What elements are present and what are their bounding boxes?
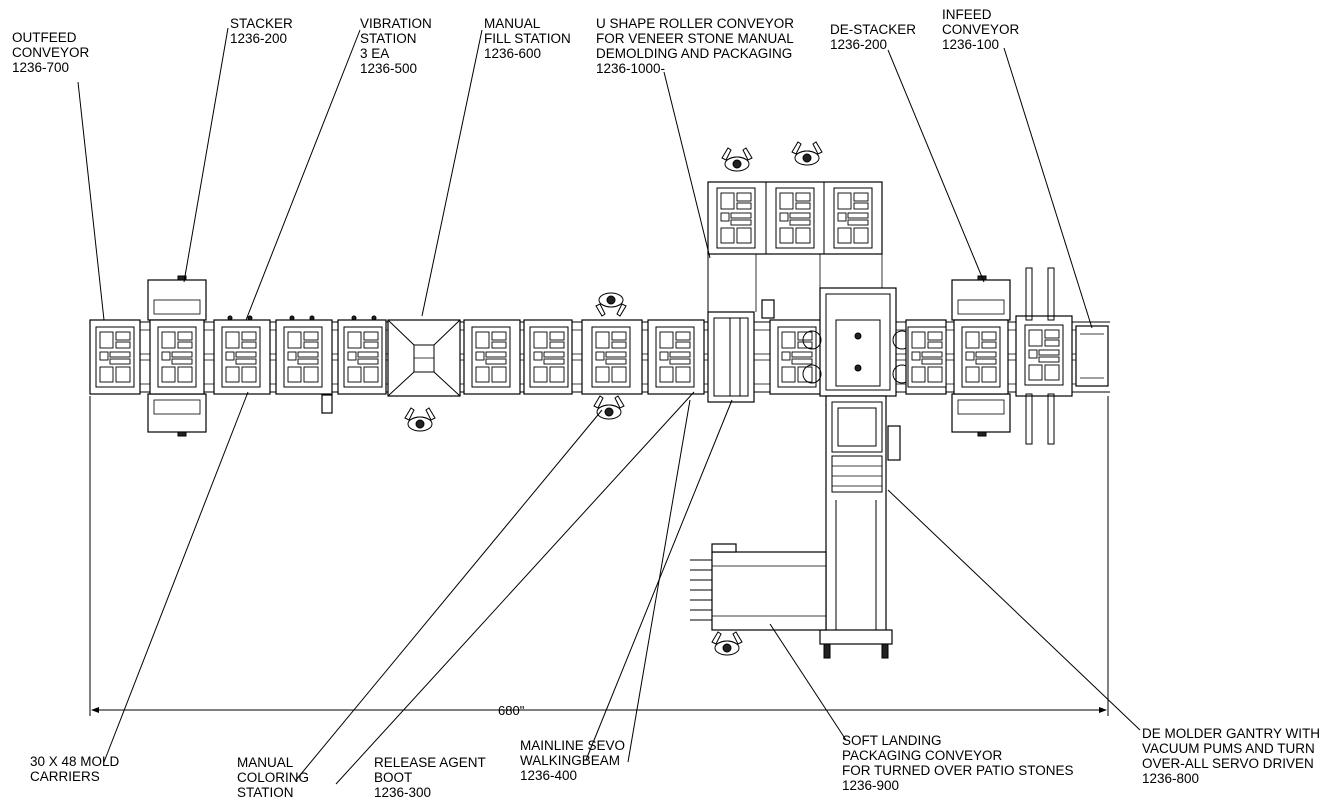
label-mold-carriers: 30 X 48 MOLD CARRIERS (30, 754, 123, 784)
label-manual-fill-station: MANUAL FILL STATION 1236-600 (484, 16, 575, 61)
label-outfeed-conveyor: OUTFEED CONVEYOR 1236-700 (12, 30, 93, 75)
release-agent-boot (647, 319, 705, 395)
label-soft-landing-conveyor: SOFT LANDING PACKAGING CONVEYOR FOR TURN… (842, 733, 1077, 793)
manual-coloring-station (581, 292, 643, 420)
dimension-label: 680" (498, 703, 525, 718)
label-de-stacker: DE-STACKER 1236-200 (830, 22, 920, 52)
label-vibration-station: VIBRATION STATION 3 EA 1236-500 (360, 16, 436, 76)
conveyor-molds (463, 319, 573, 395)
soft-landing-conveyor (690, 395, 901, 659)
de-stacker (951, 275, 1011, 437)
walkingbeam (707, 299, 825, 403)
label-mainline-walkingbeam: MAINLINE SEVO WALKINGBEAM 1236-400 (520, 738, 629, 783)
label-release-agent-boot: RELEASE AGENT BOOT 1236-300 (374, 755, 489, 800)
label-manual-coloring-station: MANUAL COLORING STATION (237, 755, 313, 800)
label-stacker: STACKER 1236-200 (230, 16, 297, 46)
label-u-shape-roller-conveyor: U SHAPE ROLLER CONVEYOR FOR VENEER STONE… (596, 16, 798, 76)
label-de-molder-gantry: DE MOLDER GANTRY WITH VACUUM PUMS AND TU… (1142, 726, 1324, 786)
stacker (147, 275, 207, 437)
main-line (89, 267, 1110, 445)
label-infeed-conveyor: INFEED CONVEYOR 1236-100 (942, 7, 1023, 52)
infeed-conveyor (1015, 267, 1109, 445)
labels: OUTFEED CONVEYOR 1236-700 STACKER 1236-2… (12, 7, 1324, 800)
leader-lines (77, 27, 1141, 785)
de-molder-gantry (802, 287, 947, 397)
overall-dimension: 680" (89, 396, 1109, 718)
vibration-station (213, 315, 387, 414)
u-shape-roller-conveyor (707, 141, 883, 312)
manual-fill-station (387, 319, 461, 432)
outfeed-conveyor (89, 319, 141, 395)
